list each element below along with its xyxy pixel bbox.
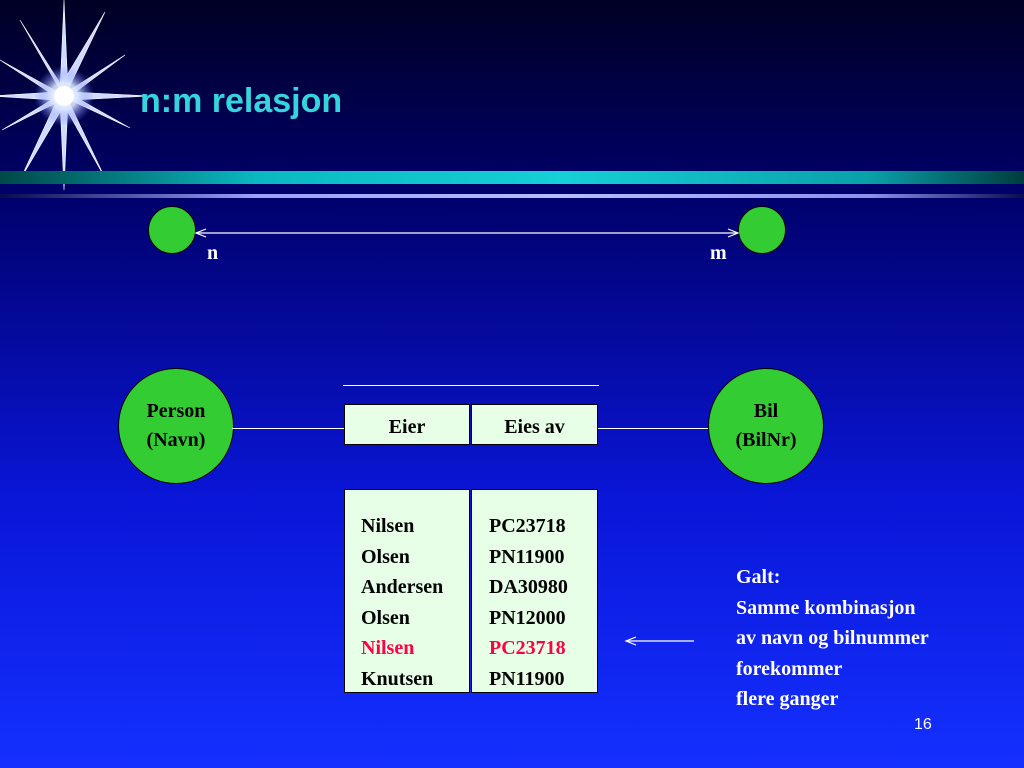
header-eies-av: Eies av [471, 404, 598, 445]
note-line-2: av navn og bilnummer [736, 627, 929, 650]
column-eies-av: PC23718 PN11900 DA30980 PN12000 PC23718 … [471, 489, 598, 693]
cell-eies-av-2: DA30980 [489, 576, 568, 599]
entity-bil-name: Bil [753, 400, 779, 422]
entity-person: Person (Navn) [118, 368, 234, 484]
starburst-icon [0, 0, 151, 191]
node-left [148, 206, 196, 254]
table-top-line [343, 385, 599, 386]
cell-eies-av-1: PN11900 [489, 545, 565, 568]
entity-bil: Bil (BilNr) [708, 368, 824, 484]
cell-eier-3: Olsen [361, 606, 410, 629]
note-line-4: flere ganger [736, 688, 839, 711]
cell-eier-0: Nilsen [361, 515, 415, 537]
error-note: Galt: Samme kombinasjon av navn og bilnu… [736, 562, 929, 715]
cardinality-n-label: n [207, 242, 219, 264]
header-eier: Eier [344, 404, 470, 445]
entity-bil-key: (BilNr) [735, 429, 797, 451]
cell-eier-2: Andersen [361, 576, 444, 599]
title-divider-line [0, 194, 1024, 198]
entity-person-name: Person [146, 400, 206, 422]
connector-right [598, 428, 708, 429]
cell-eies-av-3: PN12000 [489, 606, 566, 629]
double-arrow [194, 228, 740, 238]
entity-person-key: (Navn) [146, 429, 206, 451]
column-eier: Nilsen Olsen Andersen Olsen Nilsen Knuts… [344, 489, 470, 693]
cell-eies-av-5: PN11900 [489, 667, 565, 690]
cell-eies-av-0: PC23718 [489, 515, 566, 537]
cell-eies-av-4-duplicate: PC23718 [489, 637, 566, 660]
page-title: n:m relasjon [140, 82, 343, 120]
node-right [738, 206, 786, 254]
connector-left [232, 428, 344, 429]
duplicate-pointer-arrow [624, 636, 694, 646]
page-number: 16 [914, 716, 932, 733]
title-divider-bar [0, 171, 1024, 184]
cell-eier-4-duplicate: Nilsen [361, 637, 415, 660]
cardinality-m-label: m [710, 242, 727, 264]
note-line-3: forekommer [736, 657, 843, 680]
note-line-0: Galt: [736, 566, 781, 588]
cell-eier-5: Knutsen [361, 667, 434, 690]
note-line-1: Samme kombinasjon [736, 596, 916, 619]
cell-eier-1: Olsen [361, 545, 410, 568]
